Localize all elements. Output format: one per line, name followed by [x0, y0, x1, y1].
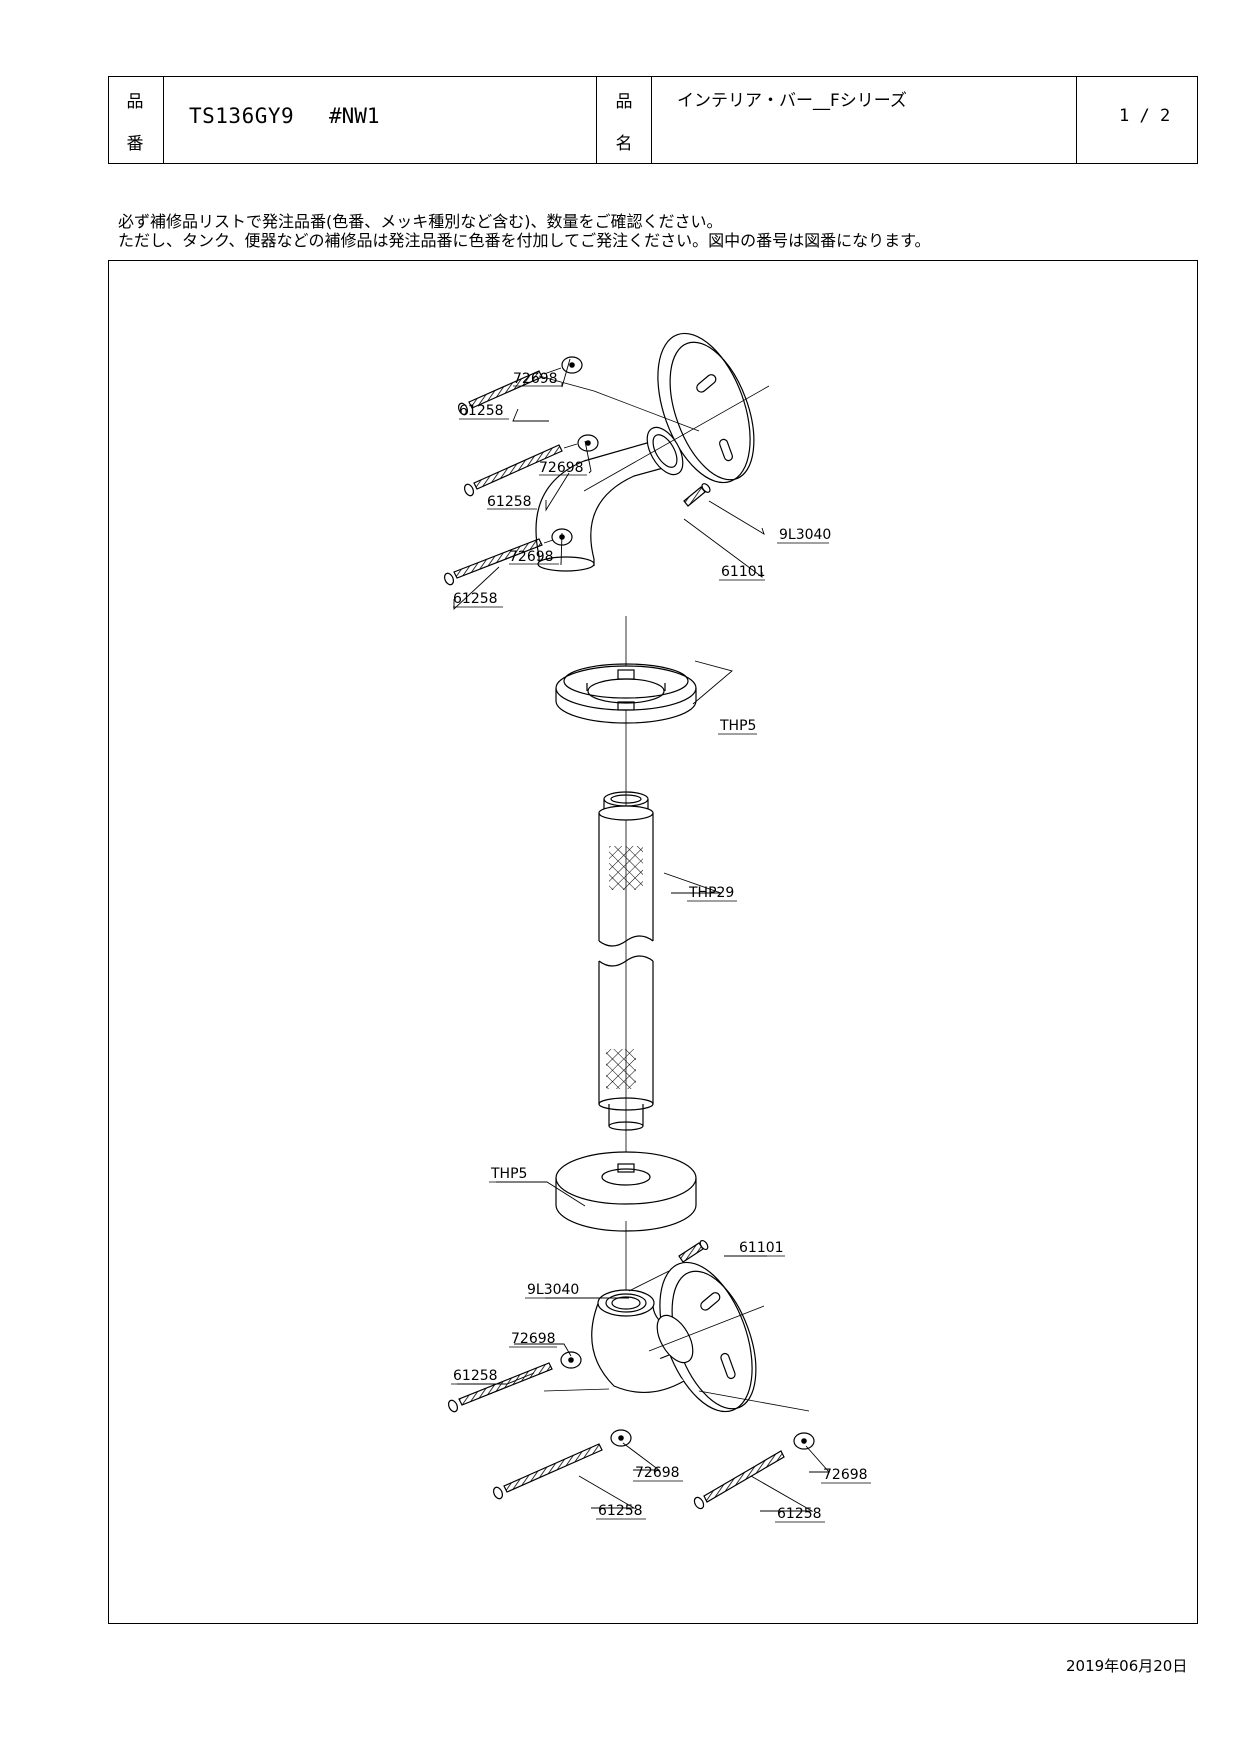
order-notes: 必ず補修品リストで発注品番(色番、メッキ種別など含む)、数量をご確認ください。 …: [118, 212, 930, 250]
color-code: #NW1: [329, 104, 380, 128]
title-block: 品 番 TS136GY9 #NW1 品 名 インテリア・バー__Fシリーズ 1 …: [108, 76, 1198, 164]
exploded-diagram-svg: 72698 61258 72698 61258 72698 61258 9L30…: [443, 332, 871, 1523]
bottom-screw-2: [492, 1443, 603, 1500]
callout-screw-bottom-2: 61258: [598, 1503, 643, 1519]
callout-screw-bottom-3: 61258: [777, 1506, 822, 1522]
top-screw-3: [443, 538, 554, 586]
part-number-label-top: 品: [126, 92, 144, 112]
page-number: 1 / 2: [1119, 106, 1171, 126]
callout-screw-top-3: 61258: [453, 591, 498, 607]
part-number: TS136GY9: [189, 104, 295, 128]
exploded-diagram: 72698 61258 72698 61258 72698 61258 9L30…: [108, 260, 1198, 1624]
bottom-washer-1: [560, 1351, 582, 1369]
top-cover: [555, 663, 697, 724]
top-set-screw: [683, 483, 711, 507]
callout-grab-bar: THP29: [688, 885, 734, 901]
callout-cover-top: THP5: [719, 718, 756, 734]
callout-set-screw-top: 61101: [721, 564, 766, 580]
top-washer-1: [561, 356, 583, 374]
callout-screw-top-1: 61258: [459, 403, 504, 419]
callout-screw-top-2: 61258: [487, 494, 532, 510]
note-line-2: ただし、タンク、便器などの補修品は発注品番に色番を付加してご発注ください。図中の…: [118, 231, 931, 250]
product-name: インテリア・バー__Fシリーズ: [677, 91, 907, 111]
issue-date: 2019年06月20日: [1066, 1657, 1188, 1675]
callout-washer-bottom-2: 72698: [635, 1465, 680, 1481]
bottom-bracket: [543, 1261, 810, 1413]
bottom-screw-3: [693, 1450, 785, 1510]
top-bracket: [535, 332, 770, 572]
bottom-cover: [555, 1151, 697, 1232]
callout-washer-bottom-1: 72698: [511, 1331, 556, 1347]
callout-set-screw-bottom: 61101: [739, 1240, 784, 1256]
note-line-1: 必ず補修品リストで発注品番(色番、メッキ種別など含む)、数量をご確認ください。: [118, 212, 723, 231]
bottom-set-screw: [678, 1239, 709, 1263]
callout-washer-top-3: 72698: [509, 549, 554, 565]
product-name-label-top: 品: [615, 92, 633, 112]
top-washer-2: [577, 434, 599, 452]
product-name-label-bottom: 名: [615, 134, 633, 154]
callout-cover-bottom: THP5: [490, 1166, 527, 1182]
part-number-label-bottom: 番: [126, 134, 144, 154]
callout-washer-top-1: 72698: [513, 371, 558, 387]
bottom-washer-3: [793, 1432, 815, 1450]
callout-screw-bottom-1: 61258: [453, 1368, 498, 1384]
callout-washer-bottom-3: 72698: [823, 1467, 868, 1483]
top-screw-2: [463, 443, 578, 497]
bottom-washer-2: [610, 1429, 632, 1447]
callout-washer-top-2: 72698: [539, 460, 584, 476]
top-screw-1: [457, 367, 562, 416]
callout-bracket-bottom: 9L3040: [527, 1282, 579, 1298]
grab-bar-lower: [598, 955, 654, 1131]
grab-bar-upper: [598, 791, 654, 947]
callout-bracket-top: 9L3040: [779, 527, 831, 543]
